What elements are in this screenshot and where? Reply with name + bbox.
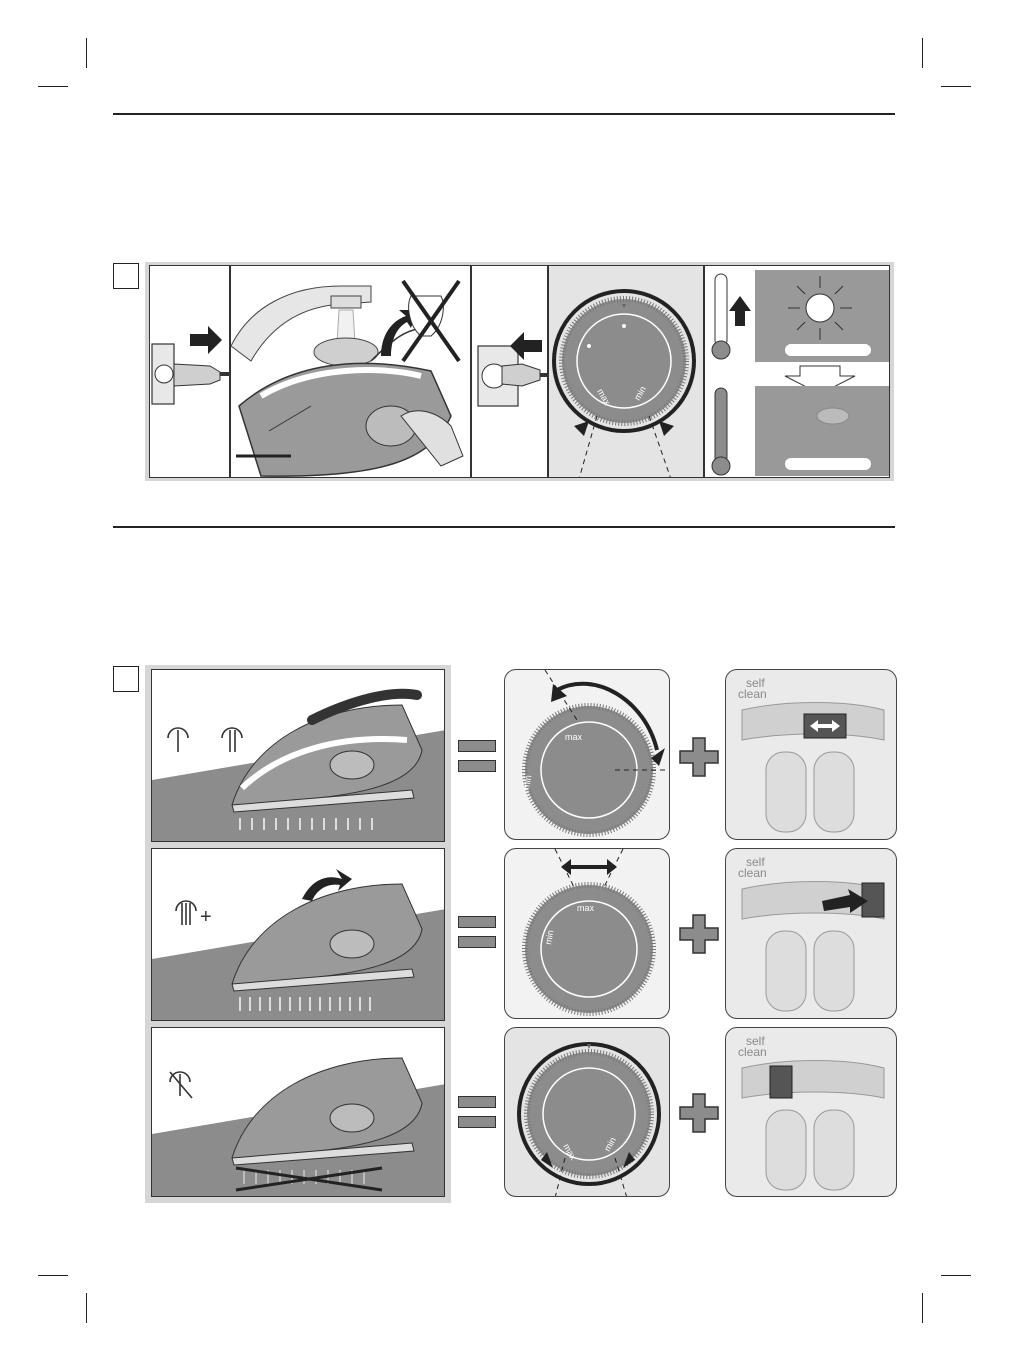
crop-mark-tl-v <box>86 38 87 68</box>
dial-max-label-row2: max <box>577 903 595 913</box>
crop-mark-bl-v <box>86 1293 87 1323</box>
steam-selector-continuous: self clean <box>725 669 897 840</box>
crop-mark-tr-h <box>941 86 971 87</box>
plug-in-illustration <box>149 265 230 478</box>
self-clean-label-5: self <box>746 1034 765 1048</box>
self-clean-label-3: self <box>746 855 765 869</box>
crop-mark-br-v <box>922 1293 923 1323</box>
equals-icon-row3 <box>458 1096 496 1130</box>
self-clean-label-2: clean <box>738 687 767 701</box>
dial-min-label-row2: min <box>543 929 555 945</box>
dial-max-steam: max min <box>504 669 670 840</box>
step-1-box <box>113 263 139 289</box>
self-clean-label-1: self <box>746 676 765 690</box>
dial-max-label-row1: max <box>565 732 583 742</box>
plus-icon-row1 <box>679 737 719 777</box>
section-rule-middle <box>113 526 895 528</box>
iron-no-steam-illustration <box>151 1027 445 1197</box>
crop-mark-br-h <box>941 1275 971 1276</box>
step-2-box <box>113 666 139 692</box>
dial-min-label-row1: min <box>521 774 533 790</box>
iron-shot-steam-illustration: + <box>151 848 445 1021</box>
plug-in-reverse-illustration <box>471 265 548 478</box>
equals-icon-row2 <box>458 916 496 950</box>
dial-no-steam: max min <box>504 1027 670 1197</box>
section-rule-top <box>113 113 895 115</box>
plus-icon-row2 <box>679 914 719 954</box>
steam-selector-shot: self clean <box>725 848 897 1019</box>
step-1-panel: min max <box>145 262 894 481</box>
crop-mark-tr-v <box>922 38 923 68</box>
equals-icon-row1 <box>458 740 496 774</box>
heat-indicator-illustration <box>704 265 890 478</box>
steam-selector-off: self clean <box>725 1027 897 1197</box>
dial-shot-steam: max min <box>504 848 670 1019</box>
iron-steam-illustration <box>151 669 445 842</box>
crop-mark-tl-h <box>38 86 68 87</box>
plus-icon-row3 <box>679 1093 719 1133</box>
self-clean-label-6: clean <box>738 1045 767 1059</box>
fill-water-illustration <box>230 265 471 478</box>
crop-mark-bl-h <box>38 1275 68 1276</box>
self-clean-label-4: clean <box>738 866 767 880</box>
temperature-dial-illustration: min max <box>548 265 704 478</box>
shot-steam-plus-symbol: + <box>200 906 212 928</box>
